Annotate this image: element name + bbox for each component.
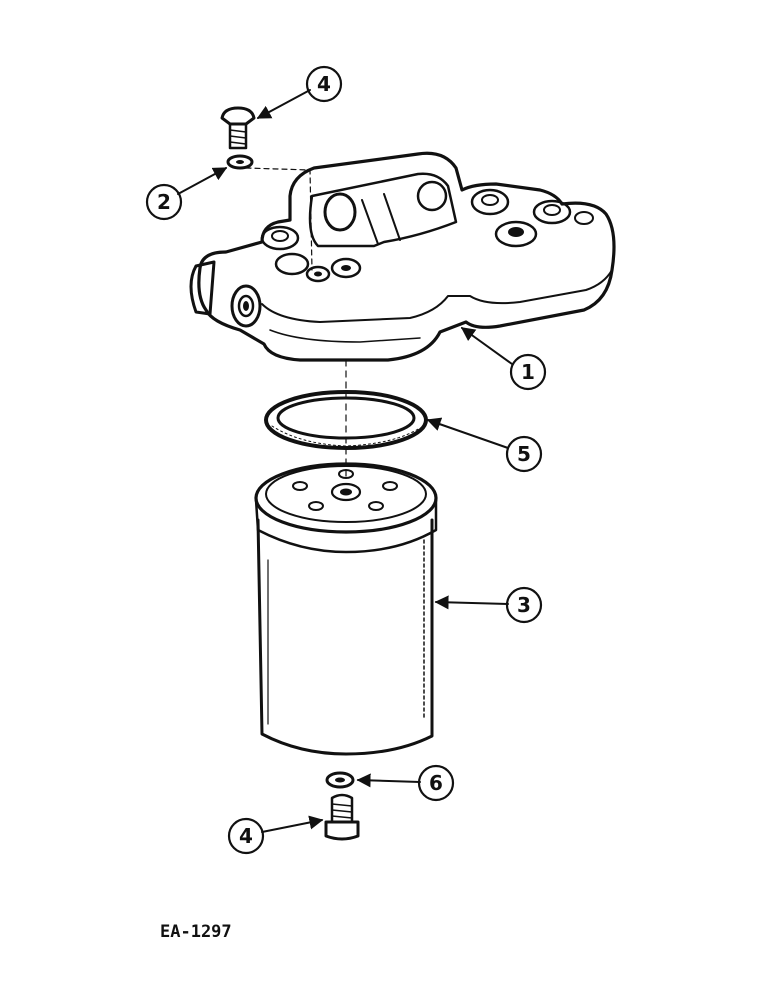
callout-4-top: 4 bbox=[256, 65, 343, 119]
callout-2: 2 bbox=[145, 167, 228, 221]
callout-3: 3 bbox=[434, 586, 543, 624]
callout-label: 3 bbox=[517, 593, 531, 617]
callout-5: 5 bbox=[426, 417, 543, 473]
callout-label: 6 bbox=[429, 771, 443, 795]
sealing-washer-top bbox=[226, 154, 254, 170]
filter-cartridge bbox=[254, 462, 438, 756]
filter-head bbox=[189, 151, 616, 362]
callout-label: 4 bbox=[239, 824, 253, 848]
drawing-code: EA-1297 bbox=[160, 922, 232, 942]
callout-label: 1 bbox=[521, 360, 535, 384]
callout-1: 1 bbox=[460, 327, 547, 391]
assembly-line-screw bbox=[245, 167, 313, 271]
drain-plug-bottom bbox=[324, 793, 360, 841]
sealing-ring bbox=[264, 390, 428, 450]
callout-4-bottom: 4 bbox=[227, 815, 324, 855]
callout-label: 2 bbox=[157, 190, 171, 214]
callout-label: 4 bbox=[317, 72, 331, 96]
bleed-screw-top bbox=[220, 106, 256, 150]
callout-label: 5 bbox=[517, 442, 531, 466]
callout-6: 6 bbox=[356, 764, 455, 802]
sealing-washer-bottom bbox=[325, 771, 355, 789]
